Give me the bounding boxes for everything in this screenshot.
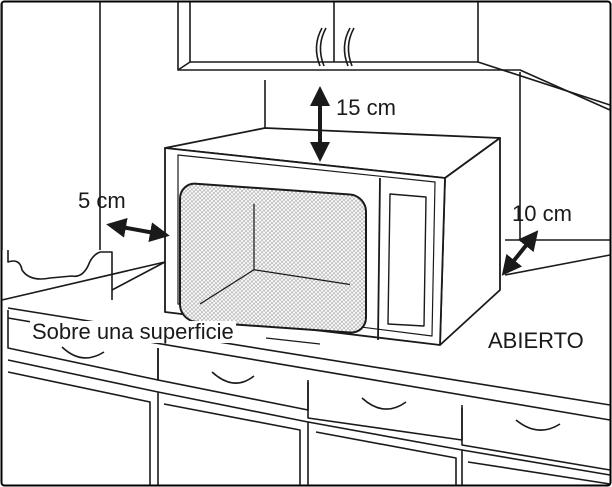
surface-leader-line bbox=[265, 337, 321, 345]
rear-clearance-arrow bbox=[501, 230, 539, 276]
drawer-handle-3 bbox=[361, 397, 407, 410]
top-clearance-label: 15 cm bbox=[336, 95, 396, 120]
cabinet-handle-right bbox=[343, 27, 355, 67]
door-window bbox=[179, 182, 367, 334]
drawer-handle-1 bbox=[61, 346, 105, 359]
upper-cabinet bbox=[177, 2, 611, 111]
rear-clearance-label: 10 cm bbox=[512, 201, 572, 226]
side-clearance-arrow bbox=[106, 217, 170, 243]
drawer-row bbox=[7, 310, 611, 471]
left-cabinet bbox=[1, 2, 166, 300]
cabinet-handle-left bbox=[315, 27, 327, 67]
lower-doors bbox=[7, 359, 611, 485]
drawer-handle-4 bbox=[515, 419, 561, 431]
drawer-handle-2 bbox=[211, 371, 255, 384]
microwave-oven bbox=[164, 127, 501, 346]
surface-note-label: Sobre una superficie bbox=[30, 319, 236, 344]
open-note-label: ABIERTO bbox=[488, 328, 584, 353]
side-clearance-label: 5 cm bbox=[78, 188, 126, 213]
